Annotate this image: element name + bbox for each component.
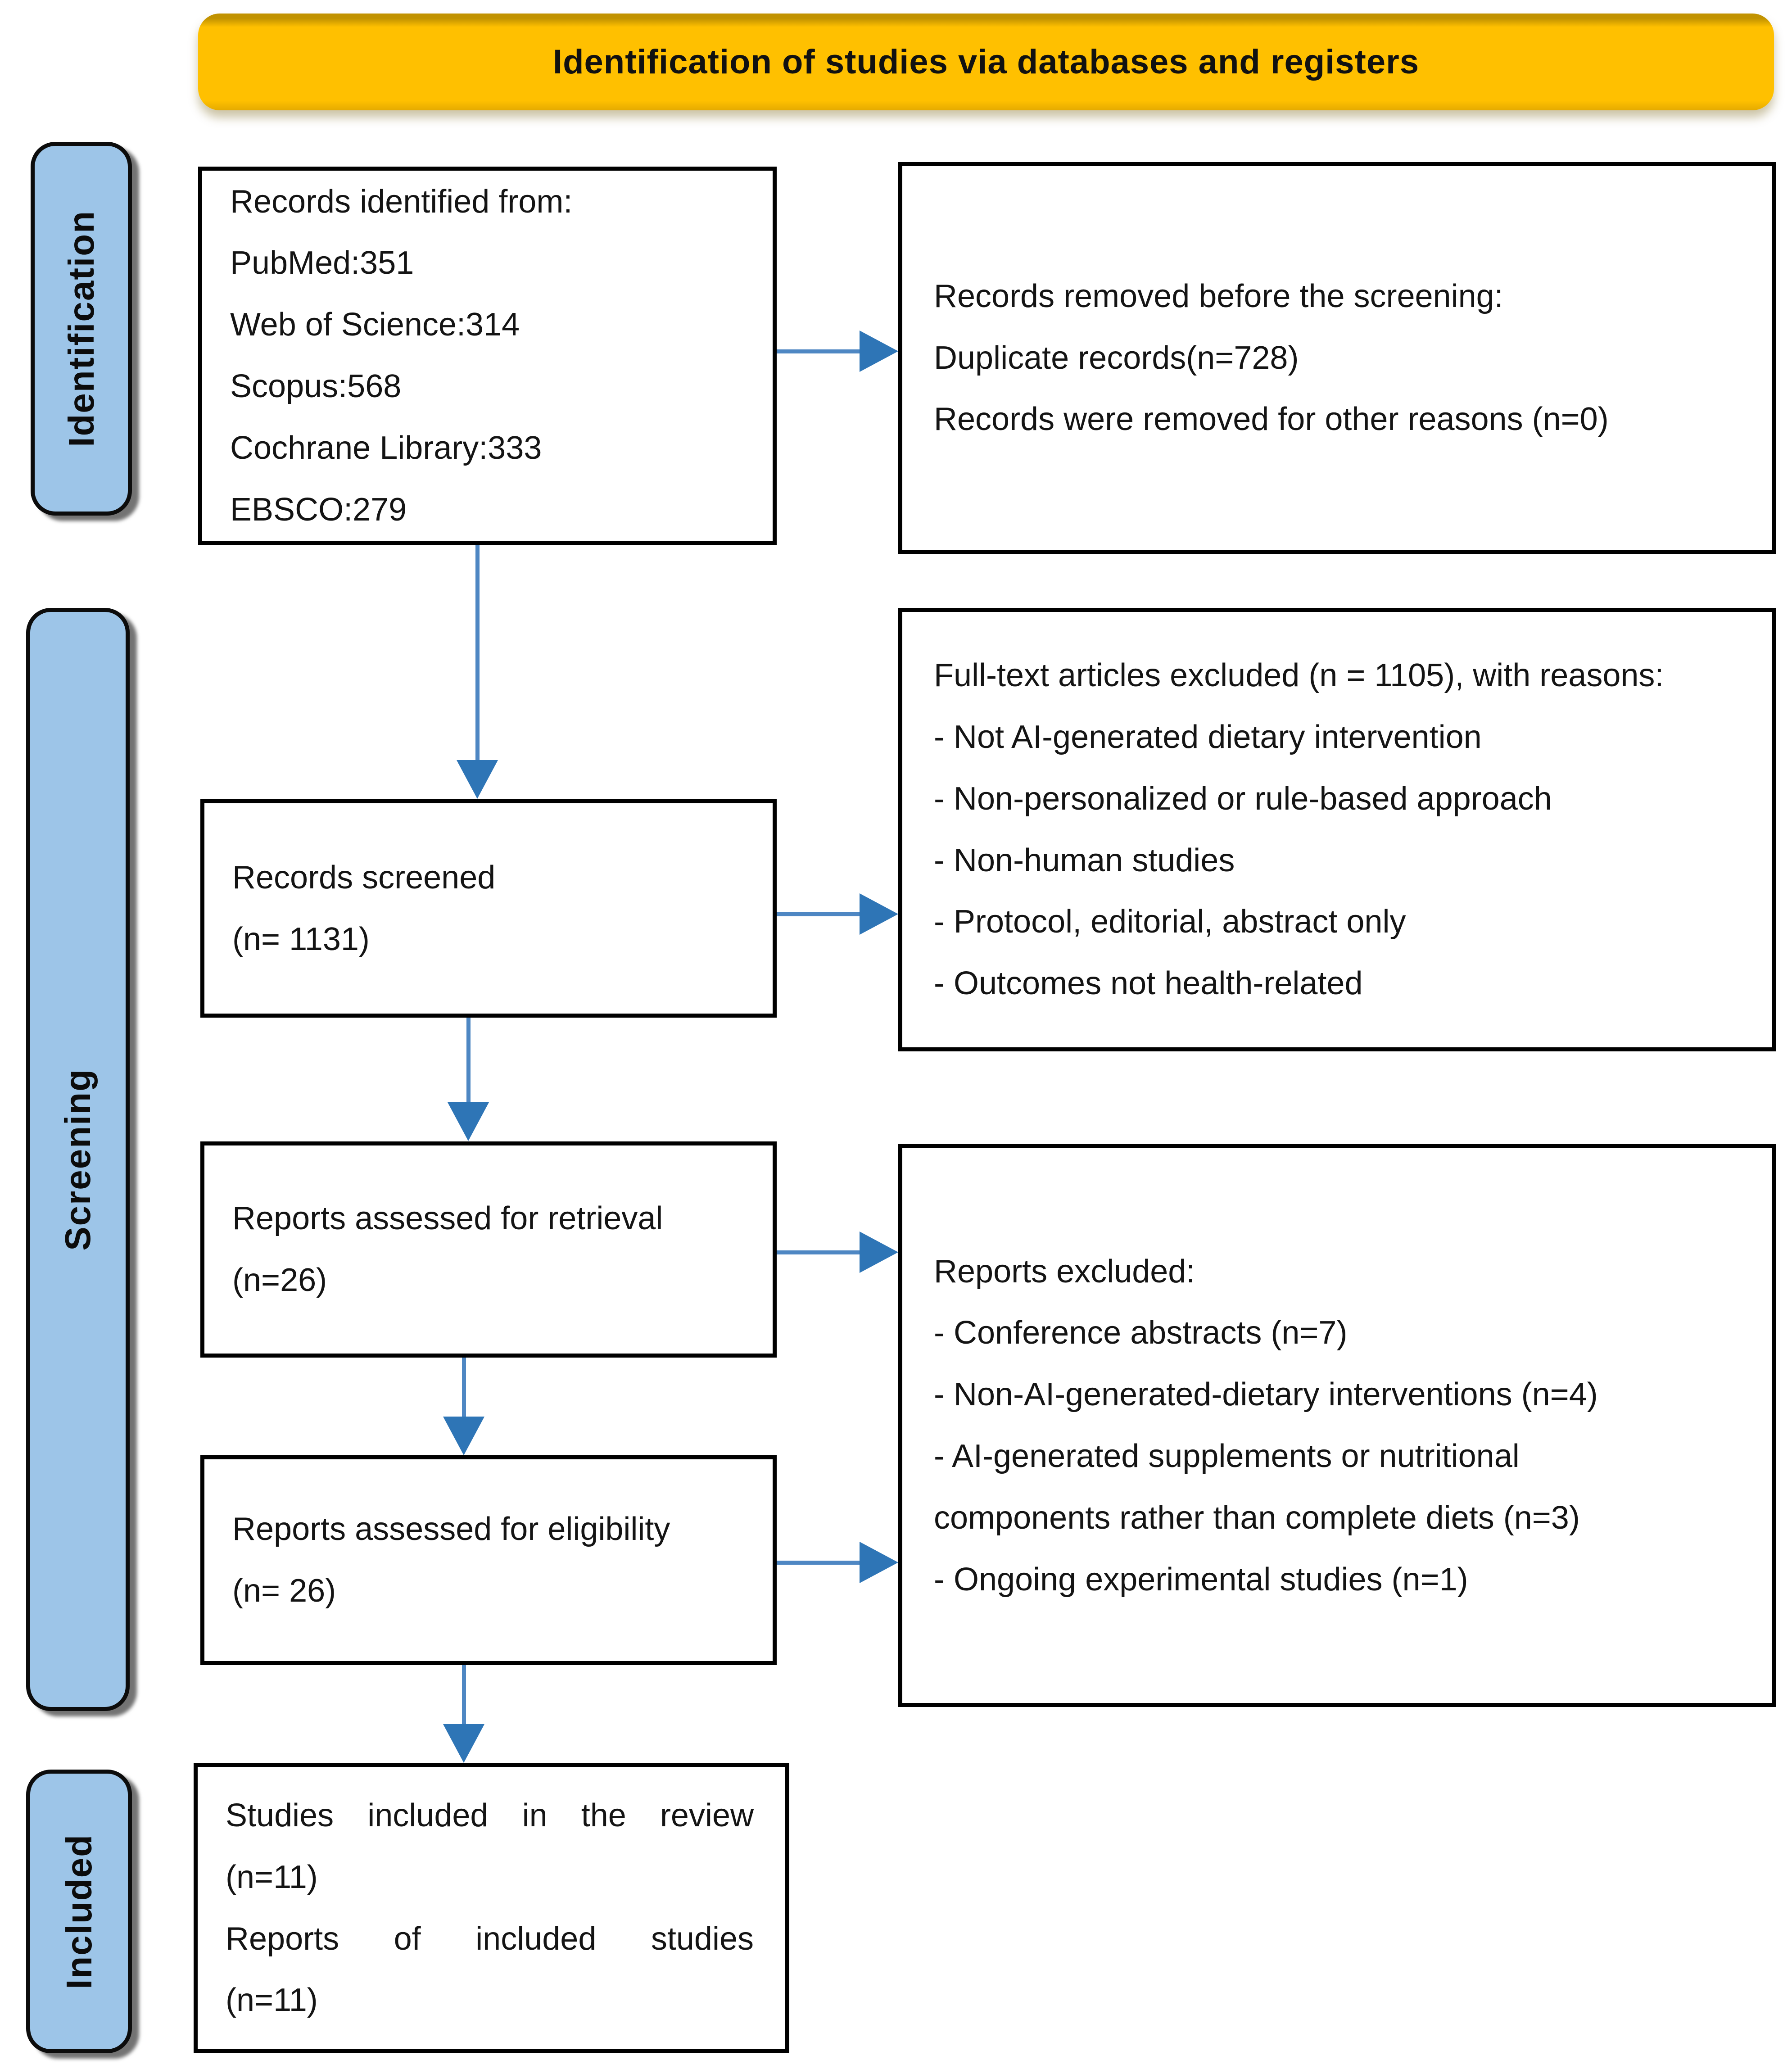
arrow-screened-to-retrieval-line xyxy=(466,1018,471,1103)
box-line: Records removed before the screening: xyxy=(934,278,1503,314)
box-line: Web of Science:314 xyxy=(230,307,520,343)
stage-label-text: Screening xyxy=(58,1068,98,1251)
box-line: Records identified from: xyxy=(230,183,573,220)
box-line: Full-text articles excluded (n = 1105), … xyxy=(934,657,1664,694)
box-line: - Outcomes not health-related xyxy=(934,965,1363,1002)
box-line: Reports of included studies xyxy=(226,1920,754,1957)
box-reports-assessed-eligibility: Reports assessed for eligibility (n= 26) xyxy=(200,1455,777,1665)
box-line: Scopus:568 xyxy=(230,368,402,404)
box-line: (n= 1131) xyxy=(232,921,370,957)
arrow-identified-to-screened-head xyxy=(457,760,498,799)
box-studies-included: Studies included in the review (n=11) Re… xyxy=(194,1763,789,2053)
arrow-eligibility-to-included-line xyxy=(462,1665,466,1726)
box-reports-assessed-retrieval: Reports assessed for retrieval (n=26) xyxy=(200,1141,777,1358)
box-line: - AI-generated supplements or nutritiona… xyxy=(934,1438,1520,1474)
box-line: - Non-personalized or rule-based approac… xyxy=(934,780,1552,817)
arrow-eligibility-to-excluded-line xyxy=(777,1561,864,1565)
box-line: (n=26) xyxy=(232,1262,327,1298)
box-line: (n=11) xyxy=(226,1982,318,2019)
box-line: components rather than complete diets (n… xyxy=(934,1499,1580,1536)
arrow-screened-to-fulltext-line xyxy=(777,912,864,916)
arrow-retrieval-to-eligibility-line xyxy=(462,1358,466,1418)
banner-title: Identification of studies via databases … xyxy=(553,43,1419,81)
box-fulltext-articles-excluded: Full-text articles excluded (n = 1105), … xyxy=(898,608,1776,1051)
box-line: Reports assessed for retrieval xyxy=(232,1200,663,1237)
box-records-screened: Records screened (n= 1131) xyxy=(200,799,777,1018)
arrow-screened-to-retrieval-head xyxy=(448,1102,489,1141)
box-line: - Non-human studies xyxy=(934,842,1235,878)
stage-label-text: Identification xyxy=(61,210,101,447)
arrow-identified-to-removed-line xyxy=(777,349,864,353)
arrow-retrieval-to-excluded-head xyxy=(860,1231,898,1273)
box-line: PubMed:351 xyxy=(230,245,414,281)
box-line: Reports assessed for eligibility xyxy=(232,1511,670,1548)
box-line: EBSCO:279 xyxy=(230,491,407,528)
box-line: - Protocol, editorial, abstract only xyxy=(934,904,1406,940)
arrow-identified-to-removed-head xyxy=(860,330,898,372)
box-line: - Non-AI-generated-dietary interventions… xyxy=(934,1376,1598,1413)
box-line: (n= 26) xyxy=(232,1573,336,1609)
arrow-screened-to-fulltext-head xyxy=(860,893,898,935)
box-reports-excluded: Reports excluded: - Conference abstracts… xyxy=(898,1144,1776,1707)
arrow-retrieval-to-excluded-line xyxy=(777,1250,864,1254)
box-line: Studies included in the review xyxy=(226,1797,754,1834)
stage-label-identification: Identification xyxy=(31,142,132,516)
box-line: Records were removed for other reasons (… xyxy=(934,401,1609,438)
box-records-removed-before-screening: Records removed before the screening: Du… xyxy=(898,162,1776,554)
box-line: - Conference abstracts (n=7) xyxy=(934,1315,1348,1351)
stage-label-screening: Screening xyxy=(26,608,130,1711)
stage-label-text: Included xyxy=(59,1834,99,1989)
box-line: - Not AI-generated dietary intervention xyxy=(934,719,1482,755)
arrow-eligibility-to-included-head xyxy=(443,1724,484,1763)
arrow-retrieval-to-eligibility-head xyxy=(443,1417,484,1455)
stage-label-included: Included xyxy=(26,1770,132,2053)
box-line: Records screened xyxy=(232,859,496,896)
box-records-identified: Records identified from: PubMed:351 Web … xyxy=(198,167,777,545)
box-line: (n=11) xyxy=(226,1859,318,1895)
box-line: - Ongoing experimental studies (n=1) xyxy=(934,1561,1468,1598)
box-line: Duplicate records(n=728) xyxy=(934,340,1299,376)
box-line: Cochrane Library:333 xyxy=(230,430,542,466)
arrow-identified-to-screened-line xyxy=(475,545,480,761)
box-line: Reports excluded: xyxy=(934,1253,1195,1290)
arrow-eligibility-to-excluded-head xyxy=(860,1542,898,1583)
banner: Identification of studies via databases … xyxy=(198,14,1774,110)
